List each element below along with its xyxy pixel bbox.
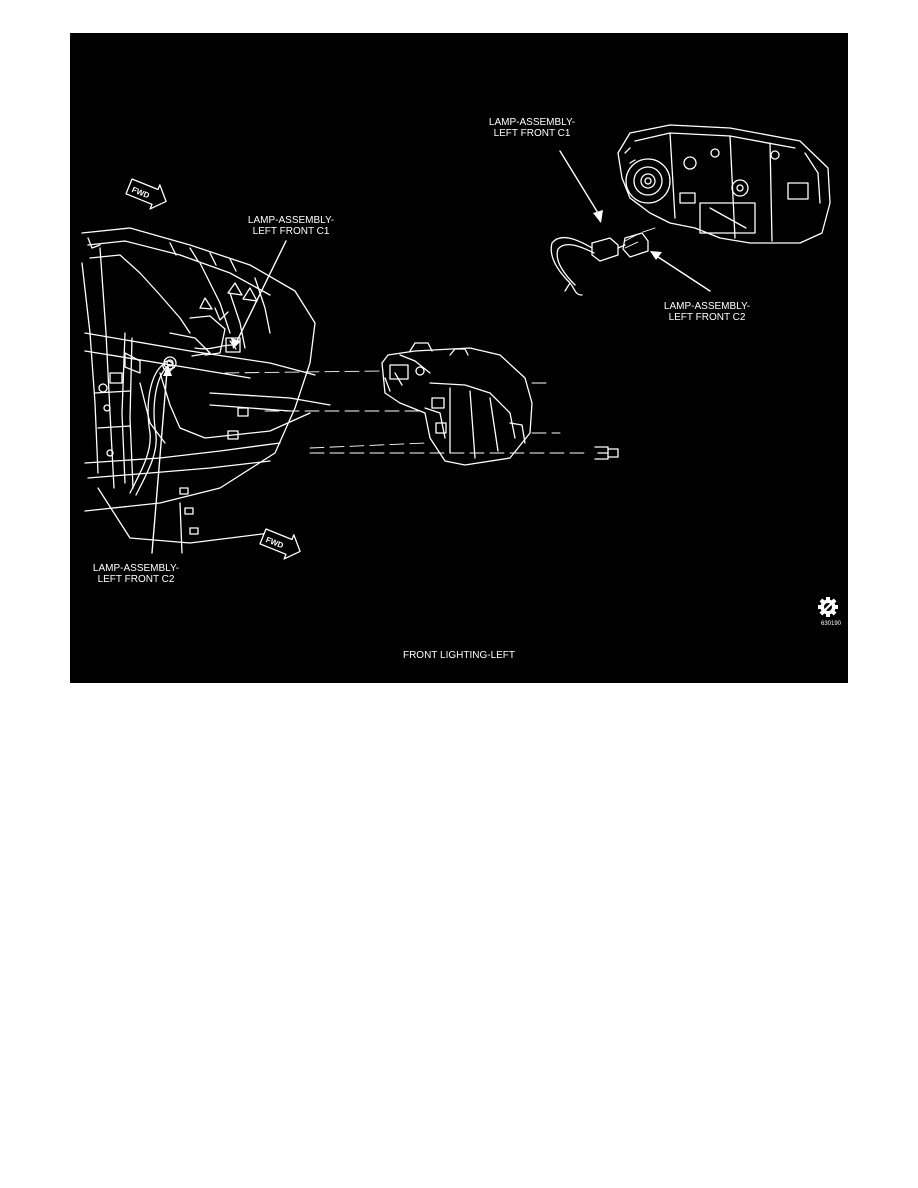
label-c1-left: LAMP-ASSEMBLY- LEFT FRONT C1 — [248, 215, 334, 237]
leader-lines — [151, 150, 711, 554]
diagram-figure: FWD FWD LAMP-ASSEMBLY- LEFT FRONT C1 LAM… — [70, 33, 848, 683]
label-c1-right-line1: LAMP-ASSEMBLY- — [488, 117, 576, 128]
label-c2-left-line2: LEFT FRONT C2 — [97, 574, 175, 585]
label-c2-right-line2: LEFT FRONT C2 — [668, 312, 746, 323]
headlamp-rear-view — [617, 124, 831, 244]
label-c2-left-line1: LAMP-ASSEMBLY- — [92, 563, 180, 574]
label-c1-right: LAMP-ASSEMBLY- LEFT FRONT C1 — [489, 117, 575, 139]
retaining-bolt — [594, 446, 619, 460]
alignment-lines — [224, 227, 656, 454]
label-c2-left: LAMP-ASSEMBLY- LEFT FRONT C2 — [93, 563, 179, 585]
label-c1-right-line2: LEFT FRONT C1 — [493, 128, 571, 139]
vehicle-wiring-harness — [129, 344, 233, 496]
figure-caption: FRONT LIGHTING-LEFT — [402, 650, 516, 661]
label-c2-right-line1: LAMP-ASSEMBLY- — [663, 301, 751, 312]
label-c1-left-line1: LAMP-ASSEMBLY- — [247, 215, 335, 226]
label-c2-right: LAMP-ASSEMBLY- LEFT FRONT C2 — [664, 301, 750, 323]
headlamp-assembly-center — [381, 342, 533, 466]
fwd-arrow-top: FWD — [125, 178, 167, 210]
label-c1-left-line2: LEFT FRONT C1 — [252, 226, 330, 237]
figure-number: 630190 — [821, 621, 842, 627]
connector-pigtail — [550, 232, 649, 296]
leader-arrowheads — [163, 210, 662, 376]
vehicle-front-structure — [81, 227, 331, 554]
fwd-arrow-bottom: FWD — [259, 528, 301, 560]
exploded-view-illustration: FWD FWD — [81, 124, 838, 617]
gear-icon — [818, 597, 838, 617]
